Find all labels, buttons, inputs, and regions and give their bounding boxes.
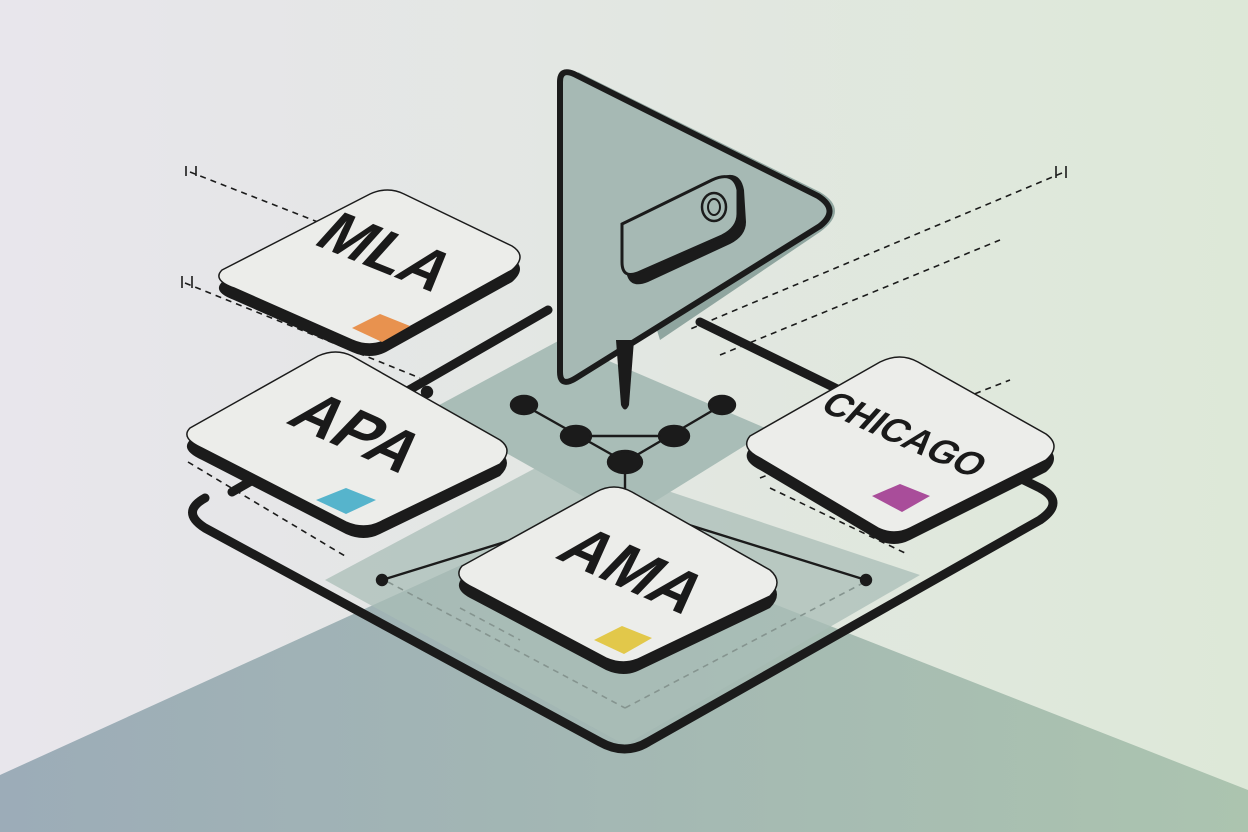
node-dot (559, 424, 593, 448)
node-dot (657, 424, 691, 448)
card-ama-swatch (594, 626, 652, 654)
node-dot (509, 394, 539, 416)
node-dot (859, 573, 873, 587)
toggle-switch-icon (620, 174, 746, 285)
card-apa-swatch (316, 488, 376, 514)
card-apa[interactable]: APA (186, 351, 508, 538)
pin-stem (616, 340, 634, 410)
card-ama[interactable]: AMA (458, 486, 778, 674)
node-dot (707, 394, 737, 416)
card-mla-face (218, 189, 521, 345)
node-dot (420, 385, 434, 399)
card-ama-face (458, 486, 778, 663)
platform-center-panel (430, 340, 770, 520)
card-mla-swatch (352, 314, 410, 342)
card-chicago-face (745, 356, 1055, 533)
node-dot (606, 449, 644, 475)
card-chicago-swatch (872, 484, 930, 512)
card-chicago[interactable]: CHICAGO (745, 356, 1055, 544)
location-pin (557, 69, 835, 410)
card-apa-face (186, 351, 508, 527)
node-dot (375, 573, 389, 587)
guide-corner-ticks (181, 166, 1067, 288)
card-mla[interactable]: MLA (218, 189, 521, 356)
